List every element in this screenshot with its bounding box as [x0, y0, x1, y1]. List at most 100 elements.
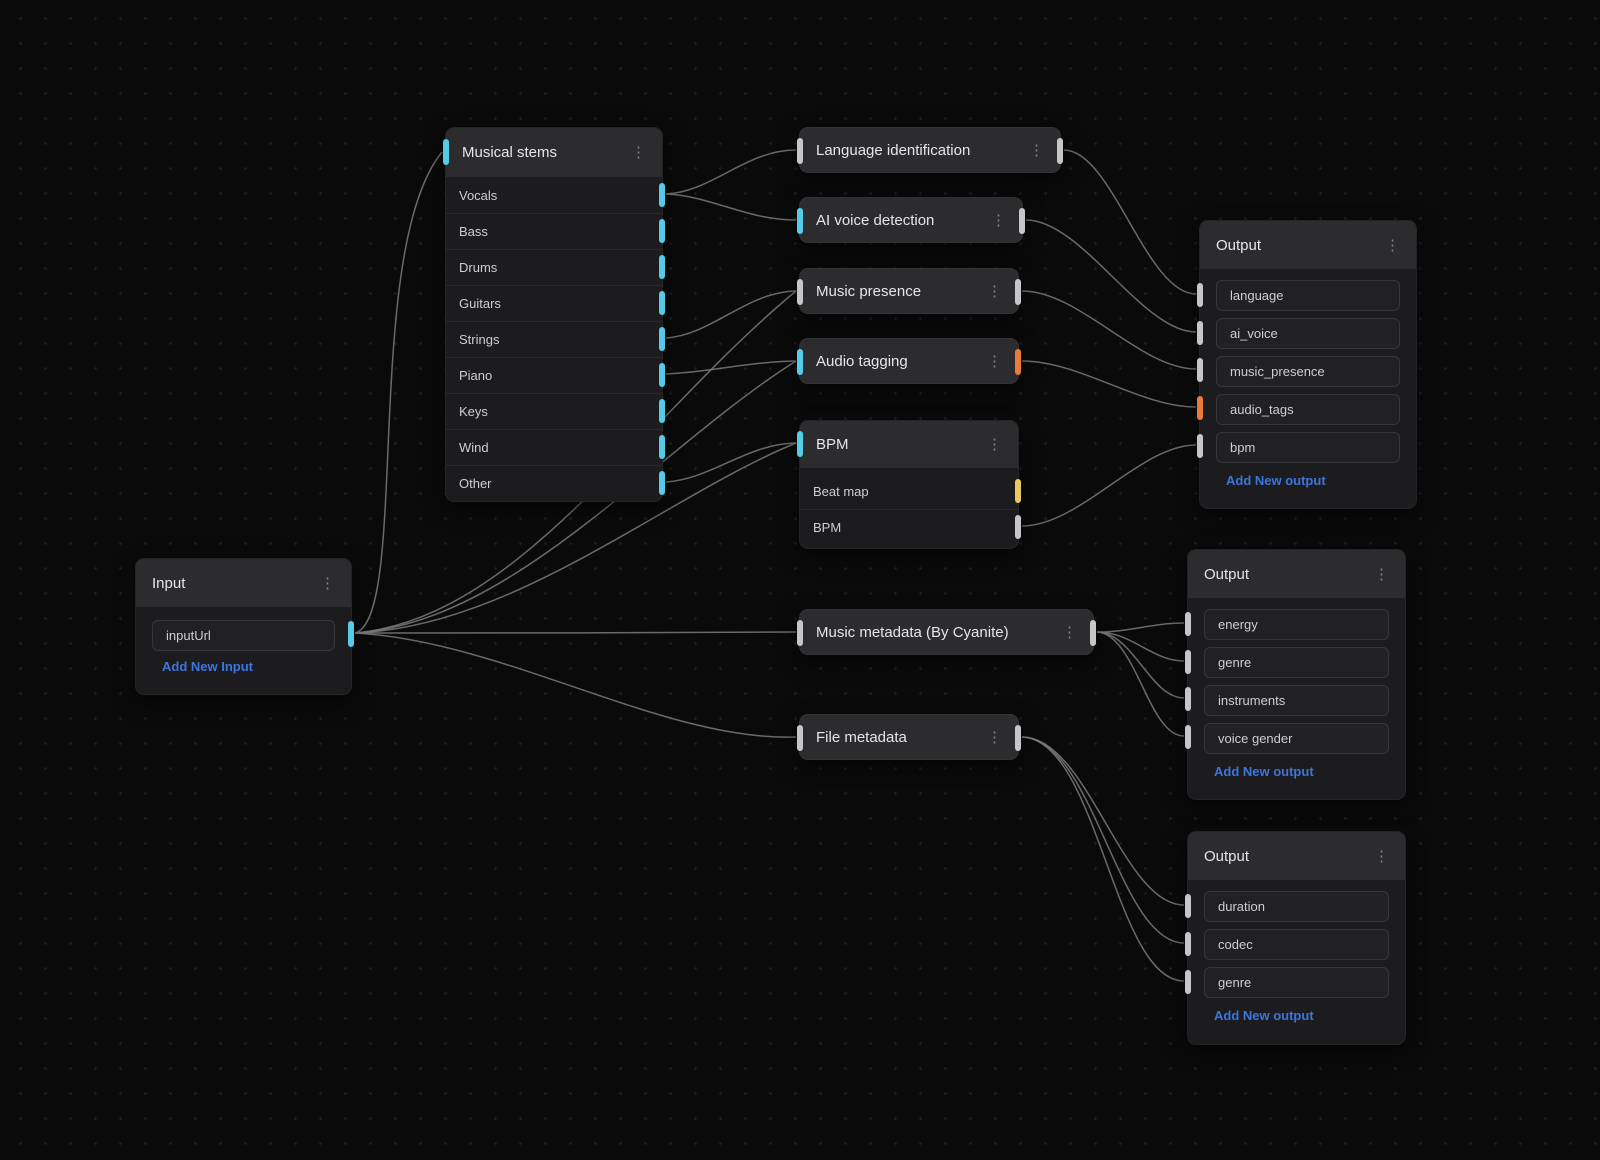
- output-field-instruments[interactable]: instruments: [1204, 685, 1389, 716]
- wire-input-file-metadata[interactable]: [354, 632, 797, 738]
- kebab-menu-icon[interactable]: ⋮: [1062, 623, 1077, 641]
- port-ai-voice-detection-out[interactable]: [1019, 208, 1025, 234]
- port-music-metadata-out[interactable]: [1090, 620, 1096, 646]
- node-musical-stems-header[interactable]: Musical stems ⋮: [446, 128, 662, 177]
- wire-strings-music-presence[interactable]: [665, 290, 797, 339]
- kebab-menu-icon[interactable]: ⋮: [631, 144, 646, 161]
- output-field-genre[interactable]: genre: [1204, 647, 1389, 678]
- wire-input-music-metadata[interactable]: [354, 631, 797, 635]
- wire-audio-tagging-output-audio-tags[interactable]: [1021, 360, 1197, 408]
- port-music-metadata-in[interactable]: [797, 620, 803, 646]
- output-field-duration[interactable]: duration: [1204, 891, 1389, 922]
- wire-vocals-ai-voice-detection[interactable]: [665, 193, 797, 221]
- stems-item-piano[interactable]: Piano: [446, 357, 662, 393]
- node-output-middle-header[interactable]: Output ⋮: [1188, 550, 1405, 598]
- wire-music-metadata-output-energy[interactable]: [1096, 622, 1185, 633]
- port-output-language-in[interactable]: [1197, 283, 1203, 307]
- port-audio-tagging-out[interactable]: [1015, 349, 1021, 375]
- port-output-codec-in[interactable]: [1185, 932, 1191, 956]
- node-file-metadata[interactable]: File metadata ⋮: [797, 714, 1021, 760]
- wire-vocals-language-identification[interactable]: [665, 149, 797, 195]
- output-field-energy[interactable]: energy: [1204, 609, 1389, 640]
- wire-input-bpm[interactable]: [354, 442, 797, 634]
- kebab-menu-icon[interactable]: ⋮: [1374, 565, 1389, 583]
- node-musical-stems[interactable]: Musical stems ⋮ Vocals Bass Drums Guitar…: [443, 127, 665, 502]
- output-field-ai-voice[interactable]: ai_voice: [1216, 318, 1400, 349]
- port-other-out[interactable]: [659, 471, 665, 495]
- kebab-menu-icon[interactable]: ⋮: [1029, 141, 1044, 159]
- port-output-genre-2-in[interactable]: [1185, 970, 1191, 994]
- wire-input-music-presence[interactable]: [354, 290, 797, 634]
- add-new-output-link[interactable]: Add New output: [1226, 473, 1326, 488]
- port-strings-out[interactable]: [659, 327, 665, 351]
- bpm-item-bpm[interactable]: BPM: [800, 509, 1018, 545]
- port-wind-out[interactable]: [659, 435, 665, 459]
- wire-input-audio-tagging[interactable]: [354, 360, 797, 634]
- port-musical-stems-in[interactable]: [443, 139, 449, 165]
- wire-file-metadata-output-codec[interactable]: [1021, 736, 1185, 944]
- stems-item-bass[interactable]: Bass: [446, 213, 662, 249]
- port-output-instruments-in[interactable]: [1185, 687, 1191, 711]
- wire-file-metadata-output-genre[interactable]: [1021, 736, 1185, 982]
- port-file-metadata-out[interactable]: [1015, 725, 1021, 751]
- kebab-menu-icon[interactable]: ⋮: [987, 728, 1002, 746]
- wire-ai-voice-output-ai-voice[interactable]: [1025, 219, 1197, 333]
- port-bpm-value-out[interactable]: [1015, 515, 1021, 539]
- port-output-ai-voice-in[interactable]: [1197, 321, 1203, 345]
- port-output-music-presence-in[interactable]: [1197, 358, 1203, 382]
- output-field-genre-2[interactable]: genre: [1204, 967, 1389, 998]
- kebab-menu-icon[interactable]: ⋮: [1374, 847, 1389, 865]
- port-output-audio-tags-in[interactable]: [1197, 396, 1203, 420]
- output-field-bpm[interactable]: bpm: [1216, 432, 1400, 463]
- node-output-top-header[interactable]: Output ⋮: [1200, 221, 1416, 269]
- node-language-identification[interactable]: Language identification ⋮: [797, 127, 1063, 173]
- stems-item-strings[interactable]: Strings: [446, 321, 662, 357]
- stems-item-drums[interactable]: Drums: [446, 249, 662, 285]
- port-output-voice-gender-in[interactable]: [1185, 725, 1191, 749]
- wire-language-identification-output-language[interactable]: [1063, 149, 1197, 295]
- kebab-menu-icon[interactable]: ⋮: [987, 282, 1002, 300]
- port-music-presence-out[interactable]: [1015, 279, 1021, 305]
- add-new-output-link[interactable]: Add New output: [1214, 764, 1314, 779]
- port-file-metadata-in[interactable]: [797, 725, 803, 751]
- node-music-presence[interactable]: Music presence ⋮: [797, 268, 1021, 314]
- node-bpm[interactable]: BPM ⋮ Beat map BPM: [797, 420, 1021, 549]
- node-ai-voice-detection[interactable]: AI voice detection ⋮: [797, 197, 1025, 243]
- output-field-language[interactable]: language: [1216, 280, 1400, 311]
- node-audio-tagging[interactable]: Audio tagging ⋮: [797, 338, 1021, 384]
- node-input-header[interactable]: Input ⋮: [136, 559, 351, 607]
- port-vocals-out[interactable]: [659, 183, 665, 207]
- kebab-menu-icon[interactable]: ⋮: [987, 436, 1002, 453]
- node-input[interactable]: Input ⋮ inputUrl Add New Input: [135, 558, 354, 695]
- port-ai-voice-detection-in[interactable]: [797, 208, 803, 234]
- output-field-codec[interactable]: codec: [1204, 929, 1389, 960]
- add-new-input-link[interactable]: Add New Input: [162, 659, 253, 674]
- port-drums-out[interactable]: [659, 255, 665, 279]
- kebab-menu-icon[interactable]: ⋮: [987, 352, 1002, 370]
- output-field-music-presence[interactable]: music_presence: [1216, 356, 1400, 387]
- wire-bpm-output-bpm[interactable]: [1021, 444, 1197, 527]
- port-beat-map-out[interactable]: [1015, 479, 1021, 503]
- port-guitars-out[interactable]: [659, 291, 665, 315]
- port-output-duration-in[interactable]: [1185, 894, 1191, 918]
- node-output-middle[interactable]: Output ⋮ energy genre instruments voice …: [1185, 549, 1406, 800]
- stems-item-keys[interactable]: Keys: [446, 393, 662, 429]
- stems-item-vocals[interactable]: Vocals: [459, 187, 498, 203]
- wire-other-bpm[interactable]: [665, 442, 797, 483]
- port-input-url-out[interactable]: [348, 621, 354, 647]
- port-output-energy-in[interactable]: [1185, 612, 1191, 636]
- input-url-field[interactable]: inputUrl: [152, 620, 335, 651]
- port-output-bpm-in[interactable]: [1197, 434, 1203, 458]
- port-music-presence-in[interactable]: [797, 279, 803, 305]
- wire-music-metadata-output-instruments[interactable]: [1096, 631, 1185, 699]
- port-piano-out[interactable]: [659, 363, 665, 387]
- port-bpm-in[interactable]: [797, 431, 803, 457]
- wire-music-metadata-output-voice-gender[interactable]: [1096, 631, 1185, 737]
- wire-input-musical-stems[interactable]: [354, 151, 443, 634]
- node-output-bottom-header[interactable]: Output ⋮: [1188, 832, 1405, 880]
- node-output-top[interactable]: Output ⋮ language ai_voice music_presenc…: [1197, 220, 1417, 509]
- node-music-metadata[interactable]: Music metadata (By Cyanite) ⋮: [797, 609, 1096, 655]
- node-output-bottom[interactable]: Output ⋮ duration codec genre Add New ou…: [1185, 831, 1406, 1045]
- add-new-output-link[interactable]: Add New output: [1214, 1008, 1314, 1023]
- port-audio-tagging-in[interactable]: [797, 349, 803, 375]
